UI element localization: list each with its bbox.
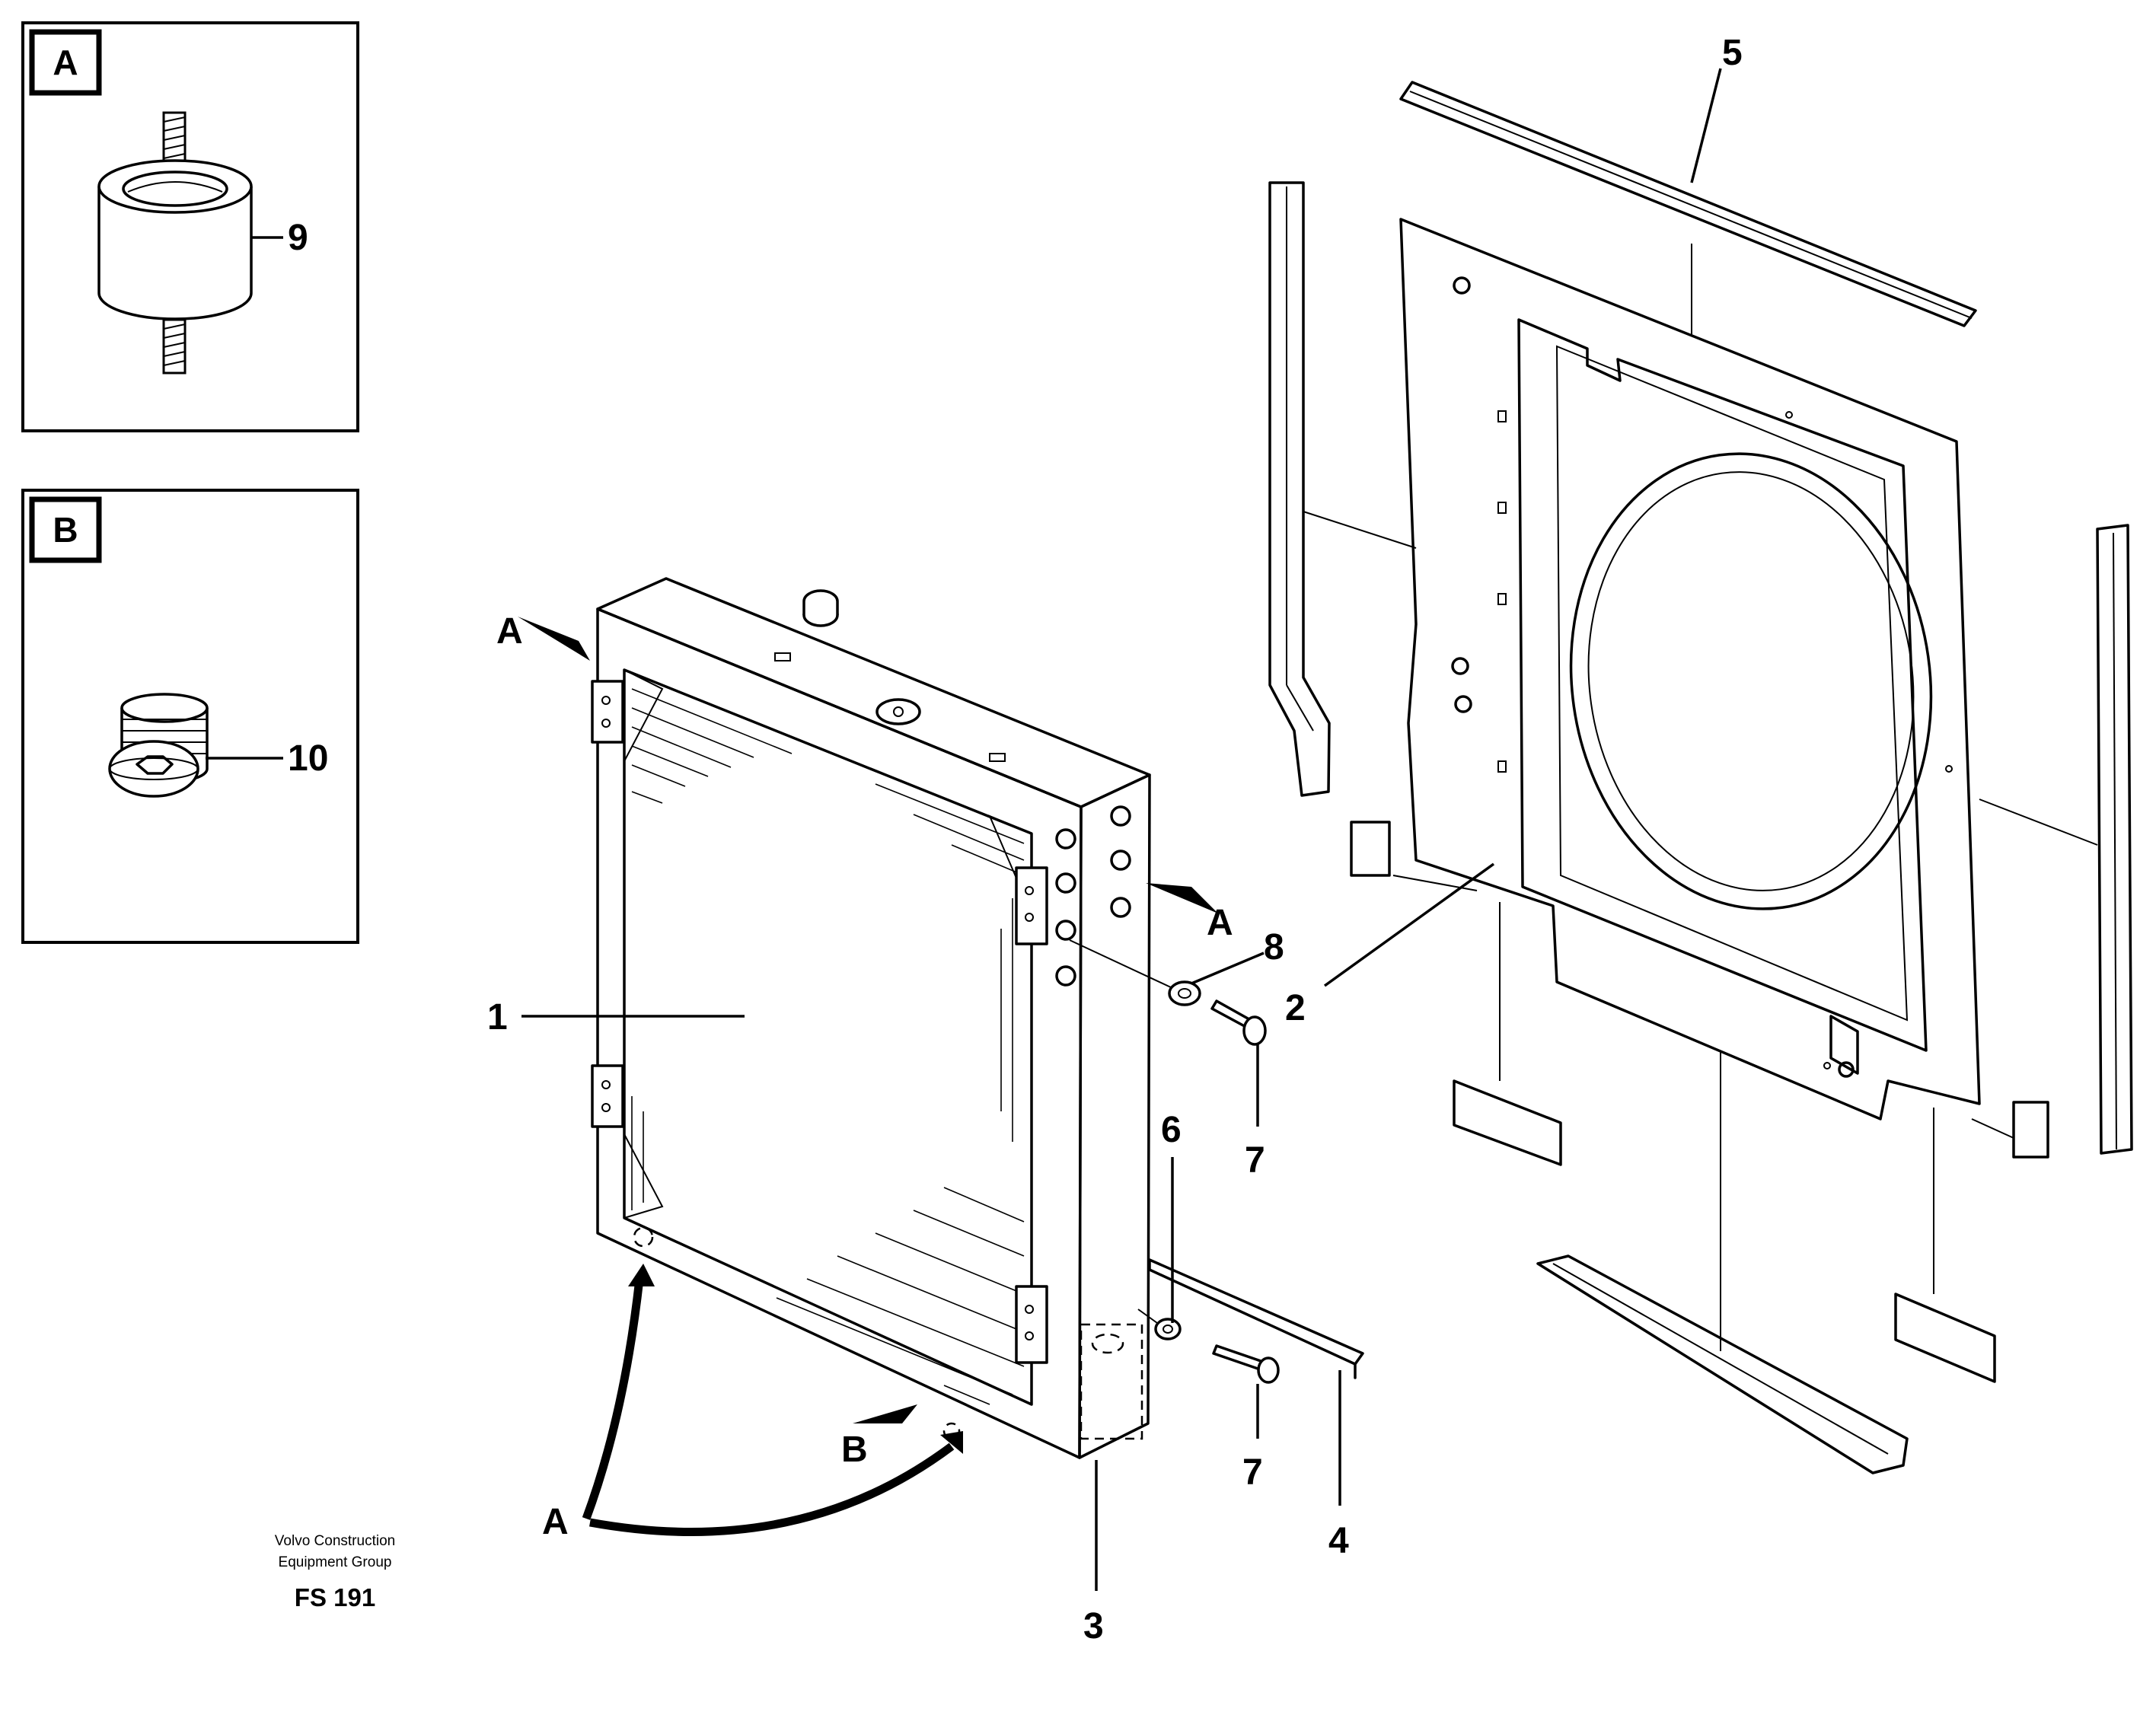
leader-lines — [521, 68, 1722, 1591]
view-marker-b: B — [841, 1430, 868, 1470]
reference-lines — [1303, 244, 2098, 1351]
shroud-plate — [1399, 218, 1981, 1120]
clip-4 — [1894, 1293, 1996, 1383]
shroud-ring-inner — [1587, 471, 1915, 891]
side-bolts — [1055, 805, 1131, 987]
callout-8: 8 — [1264, 927, 1284, 967]
washer-6 — [1154, 1318, 1182, 1340]
clip-3 — [2012, 1101, 2049, 1159]
radiator-assembly — [591, 577, 1151, 1459]
core-fins — [631, 688, 1025, 1405]
footer-code: FS 191 — [295, 1583, 375, 1611]
radiator-core — [623, 668, 1033, 1406]
drain-plug-icon — [108, 693, 283, 798]
bracket-bottom-left — [591, 1064, 624, 1128]
panel-b-letter-box — [29, 496, 102, 563]
callout-4: 4 — [1328, 1521, 1349, 1561]
shroud-latch — [1829, 1015, 1859, 1075]
rubber-mount-icon — [97, 111, 283, 375]
callout-6: 6 — [1161, 1110, 1182, 1150]
bolt-7-upper — [1210, 999, 1267, 1046]
shroud-holes — [1451, 276, 1953, 1069]
bracket-top-right — [1015, 866, 1048, 945]
callout-5: 5 — [1722, 33, 1743, 73]
view-marker-a-side: A — [1207, 903, 1233, 943]
view-arrows — [518, 617, 1218, 1536]
callout-3: 3 — [1083, 1606, 1104, 1646]
callout-1: 1 — [487, 997, 508, 1038]
callout-2: 2 — [1285, 988, 1306, 1028]
panel-a-frame — [21, 21, 359, 432]
seal-bottom — [1536, 1254, 1909, 1474]
callout-10: 10 — [288, 738, 328, 779]
bracket-top-left — [591, 680, 624, 744]
shroud-ring-outer — [1569, 452, 1933, 910]
clip-2 — [1453, 1079, 1562, 1166]
callout-9: 9 — [288, 218, 308, 258]
panel-b-letter: B — [53, 510, 78, 550]
panel-a-letter: A — [53, 43, 78, 82]
detail-panel-b: B 10 — [21, 489, 359, 944]
seal-right-vertical — [2096, 524, 2133, 1155]
fan-shroud — [1399, 218, 1981, 1120]
detail-panel-a: A 9 — [21, 21, 359, 432]
seal-strip-4 — [1148, 1258, 1364, 1379]
footer-line-1: Volvo Construction — [275, 1533, 395, 1549]
panel-a-letter-box — [29, 29, 102, 96]
radiator-front-frame — [596, 607, 1083, 1459]
radiator-side-face — [1078, 773, 1151, 1459]
panel-b-frame — [21, 489, 359, 944]
seal-5-top — [1399, 81, 1977, 327]
callout-7-lower: 7 — [1242, 1452, 1263, 1493]
seal-left-vertical — [1268, 181, 1331, 797]
view-marker-a-top: A — [496, 611, 523, 652]
view-marker-a-bottom: A — [542, 1502, 569, 1542]
callout-7-upper: 7 — [1245, 1140, 1265, 1181]
shroud-opening — [1517, 318, 1928, 1052]
washer-8 — [1168, 980, 1201, 1006]
footer-line-2: Equipment Group — [279, 1554, 392, 1570]
bracket-bottom-right — [1015, 1285, 1048, 1364]
top-cap — [875, 698, 921, 725]
bolt-7-lower — [1212, 1344, 1280, 1384]
lower-fitting-hidden — [1080, 1323, 1143, 1440]
clip-1 — [1350, 821, 1391, 877]
